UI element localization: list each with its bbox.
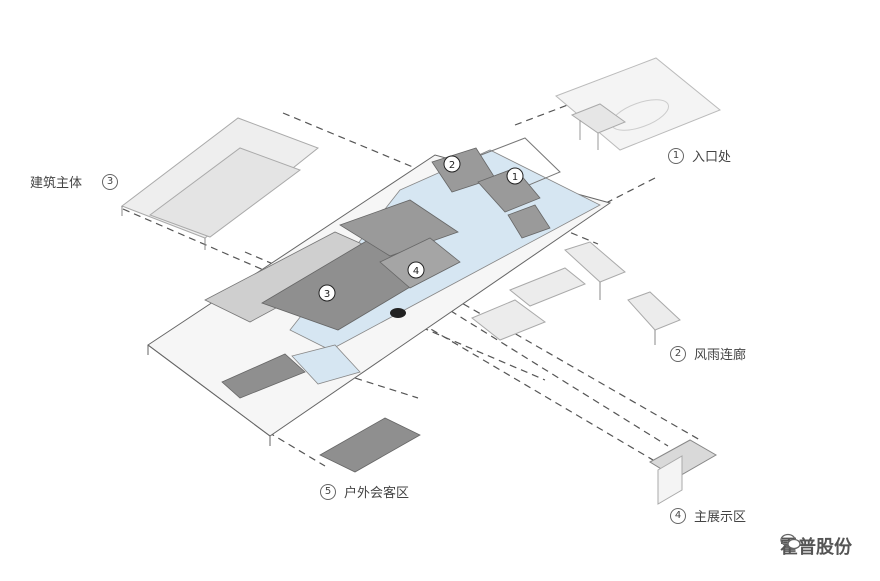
marker-3-label: 3 xyxy=(324,289,330,300)
label-exhibition-number: 4 xyxy=(670,507,686,524)
label-outdoor: 5 户外会客区 xyxy=(320,482,409,501)
label-main-building-text: 建筑主体 xyxy=(30,176,83,191)
projection-line xyxy=(389,304,671,471)
corridor-model xyxy=(471,241,681,345)
projection-line xyxy=(514,102,574,126)
marker-3: 3 xyxy=(318,284,336,302)
marker-2-label: 2 xyxy=(449,160,455,171)
marker-1: 1 xyxy=(506,167,524,185)
marker-4: 4 xyxy=(407,261,425,279)
wechat-icon xyxy=(780,533,801,550)
marker-1-label: 1 xyxy=(512,172,518,183)
label-main-building: 建筑主体 3 xyxy=(30,172,119,191)
label-main-building-number: 3 xyxy=(102,173,119,190)
projection-line xyxy=(605,177,656,204)
label-outdoor-number: 5 xyxy=(320,483,336,500)
label-exhibition: 4 主展示区 xyxy=(670,506,746,525)
label-entrance: 1 入口处 xyxy=(668,146,731,165)
label-outdoor-text: 户外会客区 xyxy=(344,486,410,501)
label-exhibition-text: 主展示区 xyxy=(694,510,747,525)
entrance-model xyxy=(555,57,721,151)
exhibition-model xyxy=(649,439,718,505)
marker-4-label: 4 xyxy=(413,266,419,277)
label-corridor-number: 2 xyxy=(670,345,686,362)
main-building-model xyxy=(120,117,320,250)
central-model xyxy=(147,137,612,473)
label-corridor: 2 风雨连廊 xyxy=(670,344,746,363)
label-corridor-text: 风雨连廊 xyxy=(694,348,747,363)
projection-line xyxy=(297,359,419,399)
projection-line xyxy=(429,297,669,447)
projection-line xyxy=(267,431,326,467)
label-entrance-text: 入口处 xyxy=(692,150,732,165)
watermark: 霍普股份 xyxy=(780,533,852,559)
marker-2: 2 xyxy=(443,155,461,173)
label-entrance-number: 1 xyxy=(668,147,684,164)
